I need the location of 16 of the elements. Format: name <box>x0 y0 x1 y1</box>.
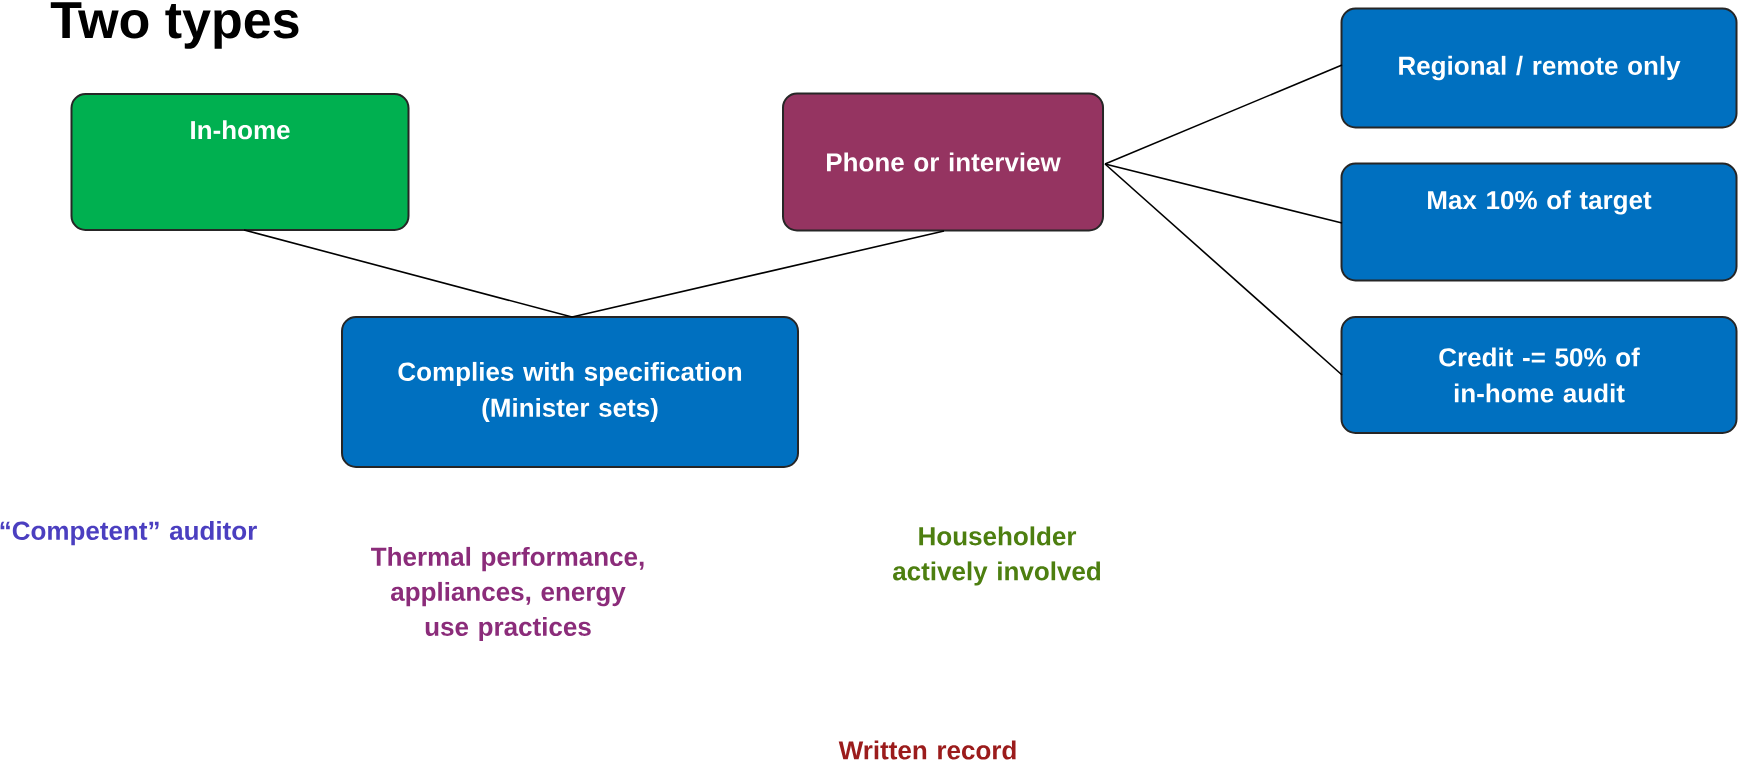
process-box: Complies with specification (Minister sets) <box>341 316 799 468</box>
process-box: In-home <box>70 93 410 231</box>
note-text: “Competent” auditor <box>0 520 257 546</box>
process-box: Credit -= 50% of in-home audit <box>1340 316 1738 434</box>
note-text: Written record <box>838 740 1016 760</box>
note-text: Thermal performance, appliances, energy use practices <box>371 546 644 642</box>
connector-line <box>1104 163 1343 224</box>
process-box: Phone or interview <box>782 92 1104 232</box>
title: Two types <box>50 2 299 49</box>
note-text: Householder actively involved <box>893 526 1101 586</box>
connector-line <box>571 230 945 318</box>
connector-line <box>243 229 573 318</box>
process-box: Regional / remote only <box>1340 7 1738 129</box>
connector-line <box>1104 64 1343 165</box>
connector-line <box>1104 163 1343 376</box>
process-box: Max 10% of target <box>1340 162 1738 282</box>
